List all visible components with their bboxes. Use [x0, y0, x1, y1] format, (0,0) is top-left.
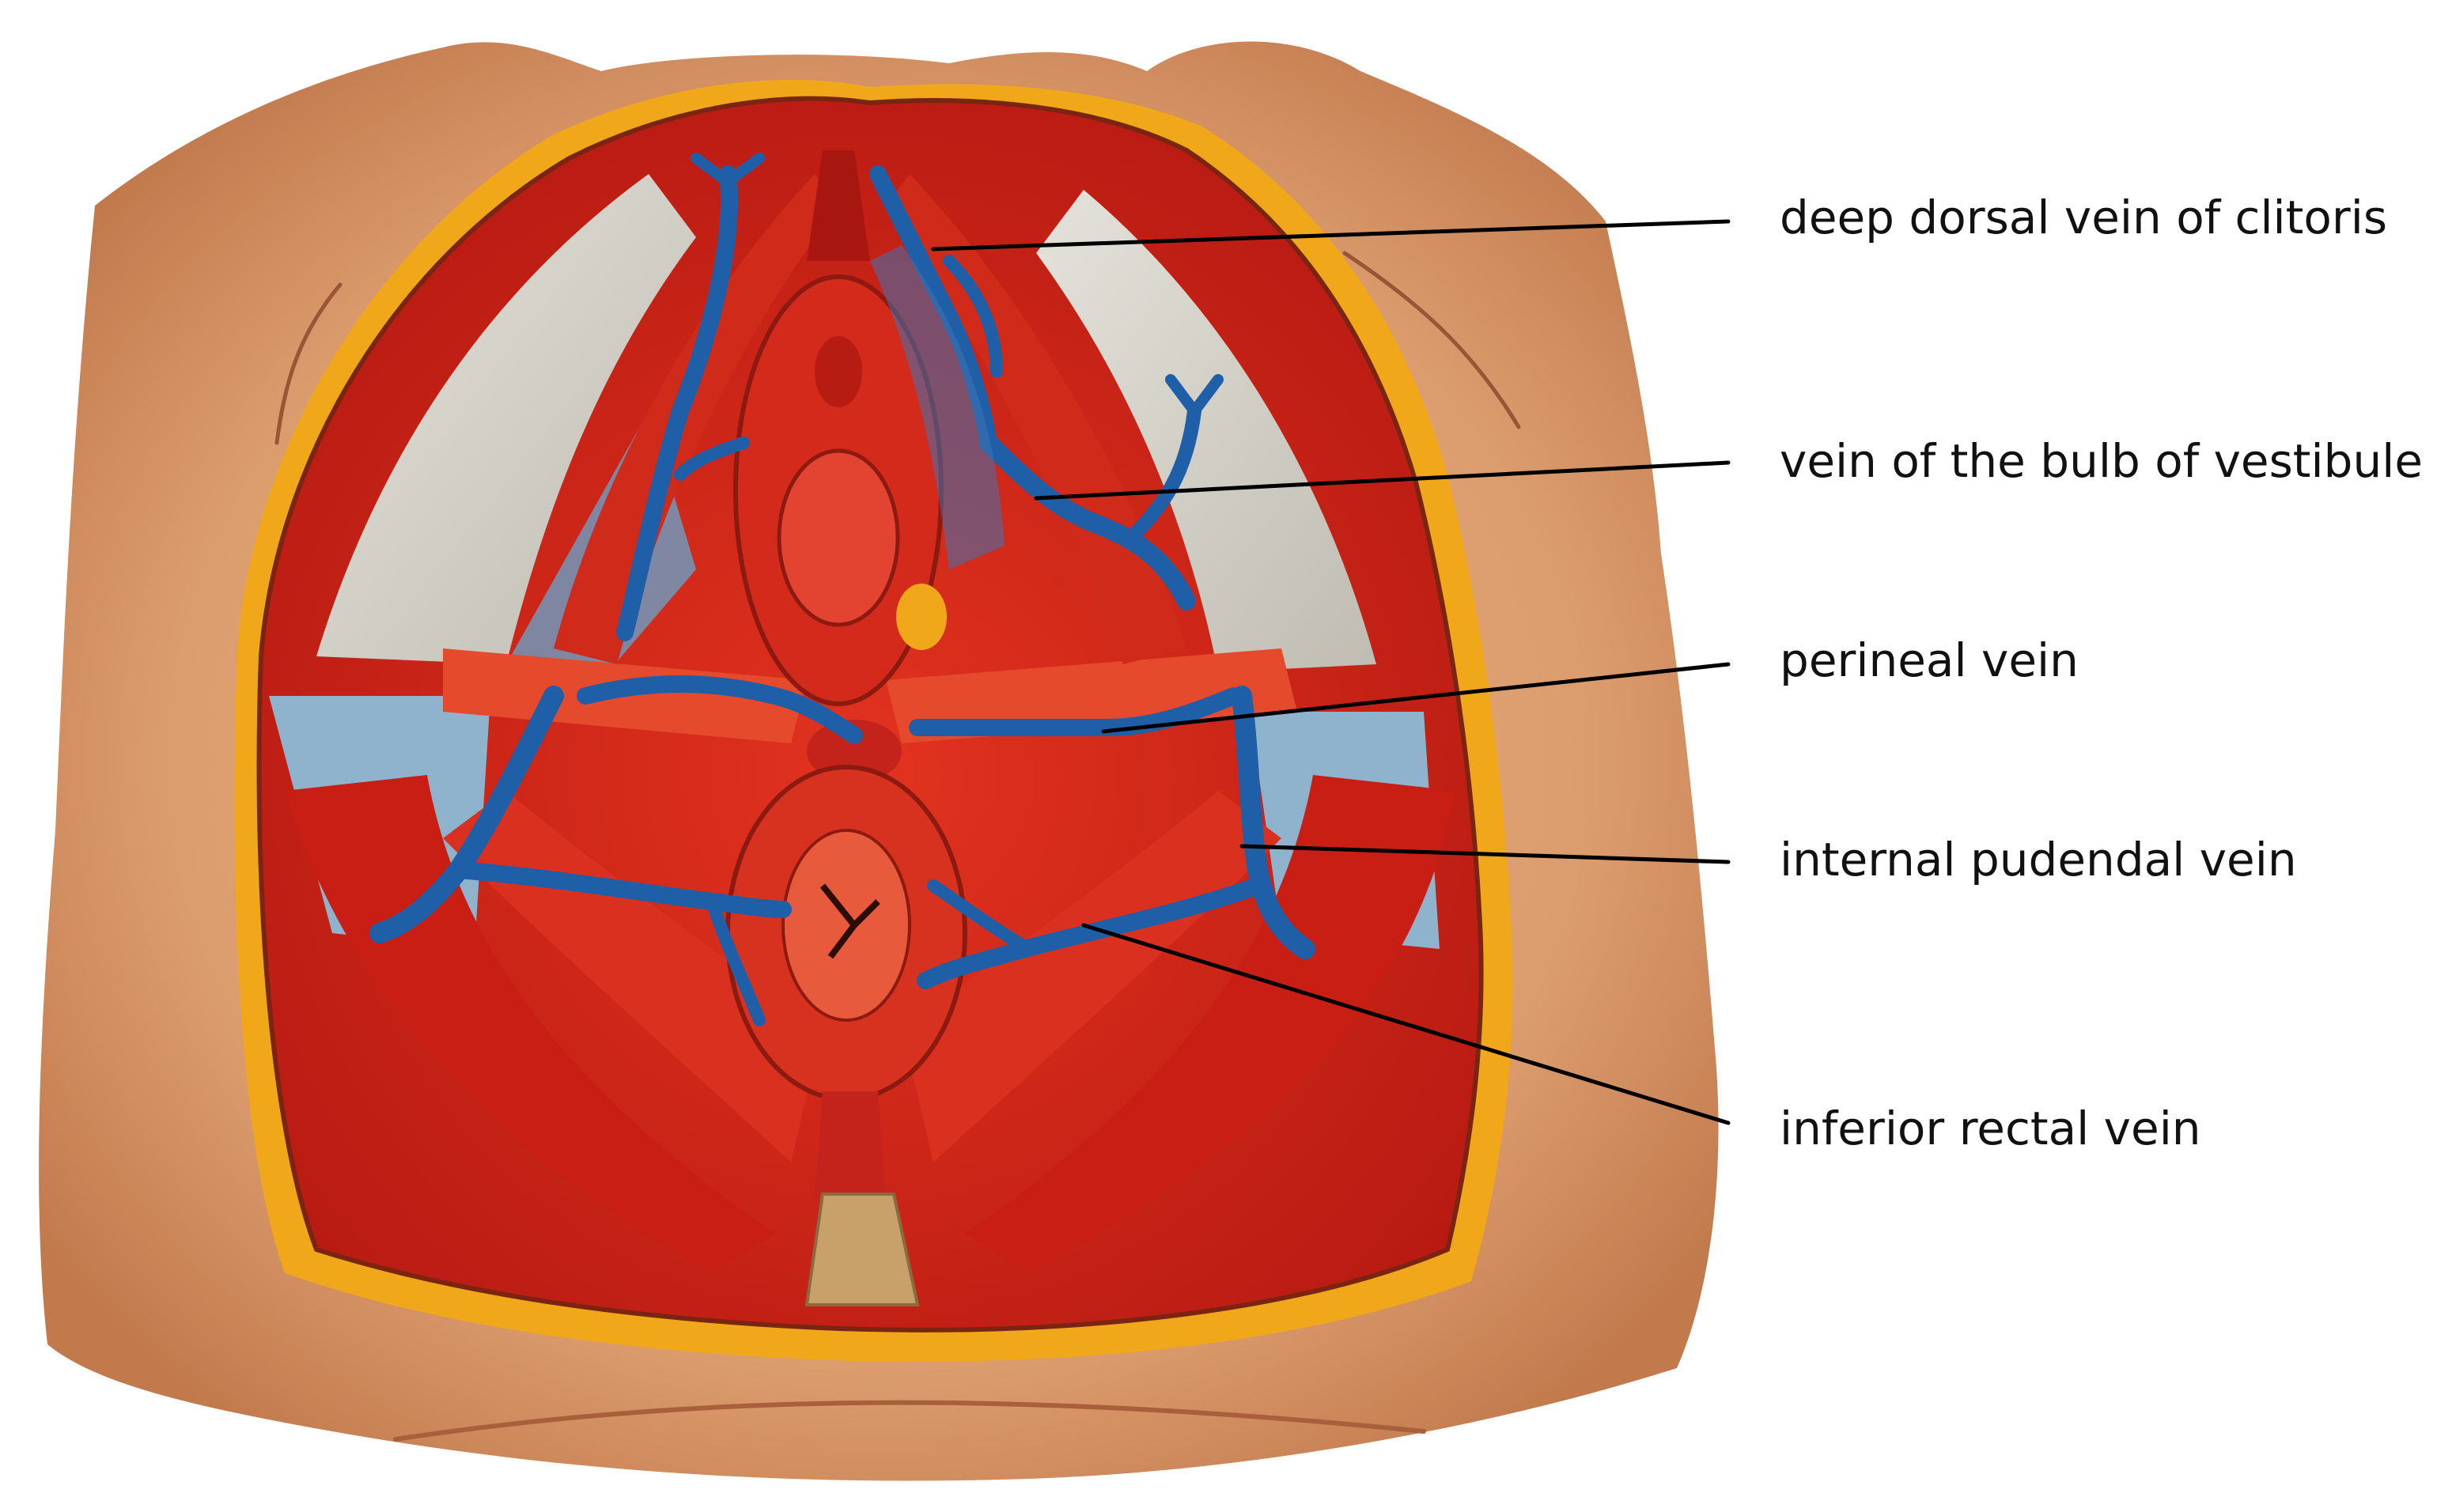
internal-pudendal-vein-right — [1232, 686, 1315, 959]
leader-internal-pudendal-vein — [1239, 844, 1731, 864]
label-perineal-vein: perineal vein — [1780, 633, 2079, 687]
leader-bulb-vestibule-vein — [1034, 460, 1731, 501]
bulb-vestibule-tissue — [870, 245, 1005, 569]
perineum-drawing — [39, 41, 1719, 1481]
label-vein-of-the-bulb-of-vestibule: vein of the bulb of vestibule — [1780, 434, 2423, 488]
greater-vestibular-gland — [896, 584, 947, 650]
leader-lines — [931, 219, 1731, 1125]
vaginal-orifice — [777, 448, 900, 627]
bulb-vein-right-branch — [1124, 404, 1201, 545]
inferior-rectal-vein-right — [917, 877, 1266, 989]
leader-deep-dorsal-vein — [931, 219, 1731, 251]
anal-opening — [819, 883, 880, 959]
gluteal-muscle-left — [285, 775, 775, 1273]
vein-network — [369, 153, 1315, 1026]
gluteal-muscle-right — [965, 775, 1455, 1273]
skin-crease-right — [1342, 251, 1521, 429]
perineal-vein-right — [909, 687, 1243, 737]
inferior-rectal-vein-right-branch — [927, 879, 1035, 955]
urethral-orifice — [815, 336, 862, 407]
leader-perineal-vein — [1101, 662, 1731, 734]
left-branch-vein — [674, 437, 750, 481]
anus — [781, 829, 911, 1022]
fascia-left — [316, 174, 696, 664]
internal-pudendal-vein-left — [369, 686, 564, 943]
ischiocavernosus-right — [886, 174, 1186, 664]
skin-crease-lower — [393, 1400, 1426, 1442]
inferior-rectal-vein-left — [450, 861, 792, 918]
deep-dorsal-vein-branch — [943, 255, 1003, 378]
label-deep-dorsal-vein-of-clitoris: deep dorsal vein of clitoris — [1780, 191, 2387, 244]
label-inferior-rectal-vein: inferior rectal vein — [1780, 1102, 2201, 1155]
clitoris — [807, 150, 870, 261]
perineal-vein-left — [577, 675, 863, 744]
bulb-vein-right-tip — [1165, 374, 1224, 417]
anococcygeal-body — [815, 1091, 886, 1202]
fascia-right — [1036, 190, 1376, 672]
inferior-rectal-vein-left-branch — [706, 895, 766, 1026]
bulb-vein-right — [979, 433, 1196, 610]
coccyx — [804, 1193, 920, 1306]
left-vertical-vein-top — [691, 153, 765, 187]
deep-dorsal-vein — [869, 165, 997, 452]
left-vertical-vein — [616, 165, 738, 641]
skin-crease-left — [274, 282, 342, 445]
labels: deep dorsal vein of clitoris vein of the… — [1780, 191, 2423, 1155]
leader-inferior-rectal-vein — [1081, 923, 1731, 1125]
label-internal-pudendal-vein: internal pudendal vein — [1780, 833, 2297, 886]
ischiocavernosus-left — [554, 174, 838, 664]
levator-ani-right — [902, 791, 1281, 1162]
